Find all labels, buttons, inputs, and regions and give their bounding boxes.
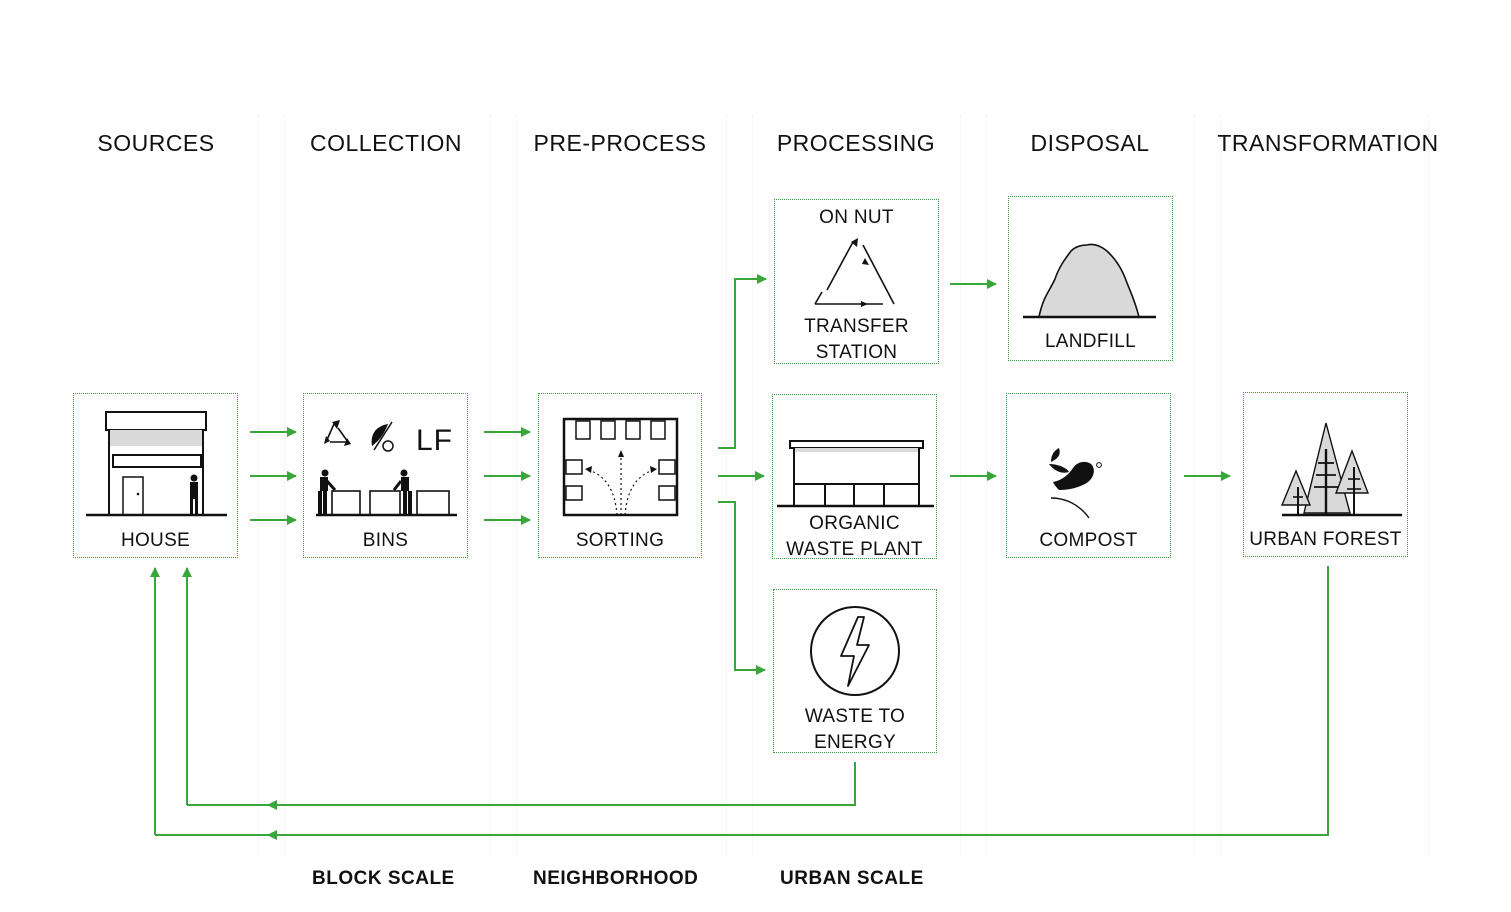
sorting-node[interactable]: SORTING xyxy=(538,393,702,558)
arrow-sorting-energy xyxy=(718,501,766,675)
arrow-forest-return xyxy=(267,566,1329,840)
column-divider xyxy=(752,115,754,855)
compost-label: COMPOST xyxy=(1039,530,1138,551)
organic-waste-plant-node[interactable]: ORGANIC WASTE PLANT xyxy=(772,394,937,560)
column-divider xyxy=(258,115,260,855)
arrow-sorting-transfer xyxy=(718,274,767,449)
recycle-triangle-icon xyxy=(814,238,895,307)
bins-icon xyxy=(316,420,457,517)
column-divider xyxy=(986,115,988,855)
column-divider xyxy=(1194,115,1196,855)
organic-label-2: WASTE PLANT xyxy=(786,539,923,560)
compost-leaf-icon xyxy=(1049,448,1102,519)
landfill-mound-icon xyxy=(1023,243,1156,319)
waste-to-energy-node[interactable]: WASTE TO ENERGY xyxy=(773,589,937,753)
landfill-node[interactable]: LANDFILL xyxy=(1008,196,1173,361)
column-divider xyxy=(284,115,286,855)
column-divider xyxy=(1220,115,1222,855)
arrow-energy-return xyxy=(267,762,856,810)
scale-label-block: BLOCK SCALE xyxy=(312,868,455,889)
forest-icon xyxy=(1280,422,1402,517)
house-node[interactable]: HOUSE xyxy=(73,393,238,558)
stage-header-transformation: TRANSFORMATION xyxy=(1217,130,1439,156)
bins-label: BINS xyxy=(362,530,409,551)
transfer-bottom-label-1: TRANSFER xyxy=(804,316,909,337)
stage-header-sources: SOURCES xyxy=(97,130,215,156)
compost-node[interactable]: COMPOST xyxy=(1006,393,1171,558)
energy-label-2: ENERGY xyxy=(813,732,897,753)
stage-header-pre-process: PRE-PROCESS xyxy=(533,130,707,156)
lf-label: LF xyxy=(416,424,454,457)
sorting-icon xyxy=(562,417,679,517)
scale-label-urban: URBAN SCALE xyxy=(780,868,924,889)
stage-header-disposal: DISPOSAL xyxy=(1030,130,1150,156)
column-divider xyxy=(516,115,518,855)
organic-label-1: ORGANIC xyxy=(809,513,900,534)
transfer-station-node[interactable]: ON NUT TRANSFER STATION xyxy=(774,199,939,364)
column-divider xyxy=(726,115,728,855)
energy-label-1: WASTE TO xyxy=(804,706,906,727)
bins-node[interactable]: LF BINS xyxy=(303,393,468,558)
landfill-label: LANDFILL xyxy=(1044,331,1137,352)
scale-label-neighborhood: NEIGHBORHOOD xyxy=(533,868,699,889)
urban-forest-node[interactable]: URBAN FOREST xyxy=(1243,392,1408,557)
transfer-bottom-label-2: STATION xyxy=(815,342,898,363)
lightning-bolt-icon xyxy=(810,606,900,696)
transfer-top-label: ON NUT xyxy=(819,207,894,228)
column-divider xyxy=(1428,115,1430,855)
house-icon xyxy=(86,411,227,517)
column-divider xyxy=(490,115,492,855)
forest-label: URBAN FOREST xyxy=(1249,529,1402,550)
stage-header-processing: PROCESSING xyxy=(776,130,936,156)
sorting-label: SORTING xyxy=(575,530,665,551)
stage-header-collection: COLLECTION xyxy=(310,130,462,156)
column-divider xyxy=(960,115,962,855)
factory-icon xyxy=(777,440,934,508)
house-label: HOUSE xyxy=(120,530,191,551)
